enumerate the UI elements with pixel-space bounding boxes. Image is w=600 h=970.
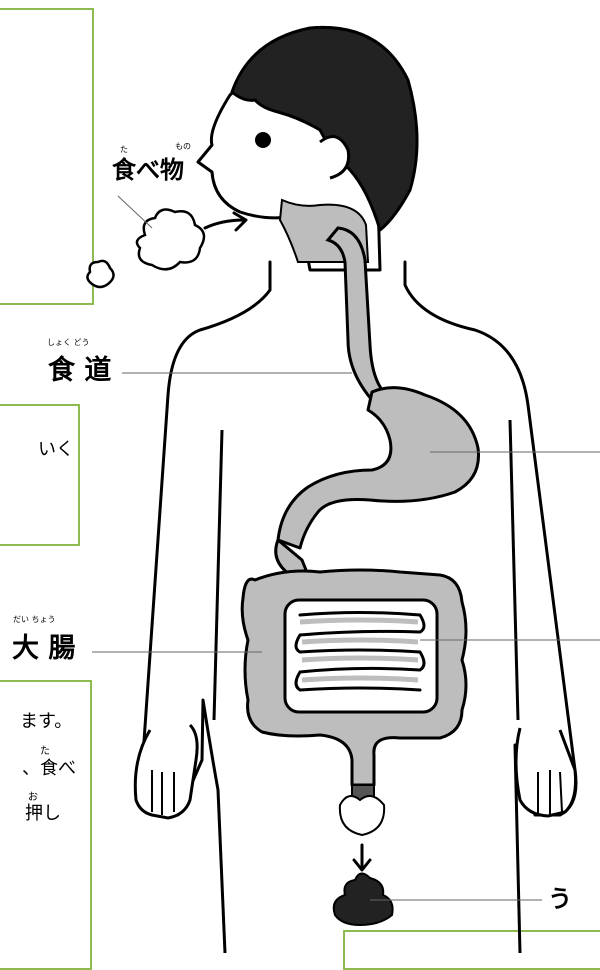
arm-line-left: [214, 430, 222, 720]
arm-line-right: [510, 420, 518, 720]
large-intestine-label: 大 腸: [12, 634, 75, 664]
right-hand: [516, 728, 576, 816]
leader-food: [118, 196, 152, 228]
food-ruby-ta: た: [120, 145, 128, 154]
stomach: [278, 388, 479, 548]
esophagus-label: 食 道: [48, 356, 111, 386]
esophagus-ruby: しょく どう: [47, 338, 90, 347]
food-label: 食べ物: [112, 155, 184, 185]
food-puff-small: [87, 261, 113, 287]
arrow-to-mouth: [205, 213, 246, 230]
anus-area: [340, 796, 384, 835]
arrow-down: [354, 845, 370, 870]
stool-label: う: [548, 884, 572, 914]
eye: [255, 132, 271, 148]
left-hand: [135, 725, 197, 818]
food-ruby-mono: もの: [175, 142, 191, 151]
food-puff-large: [137, 210, 204, 270]
large-intestine-ruby: だい ちょう: [13, 615, 56, 624]
stool-shape: [334, 873, 393, 925]
